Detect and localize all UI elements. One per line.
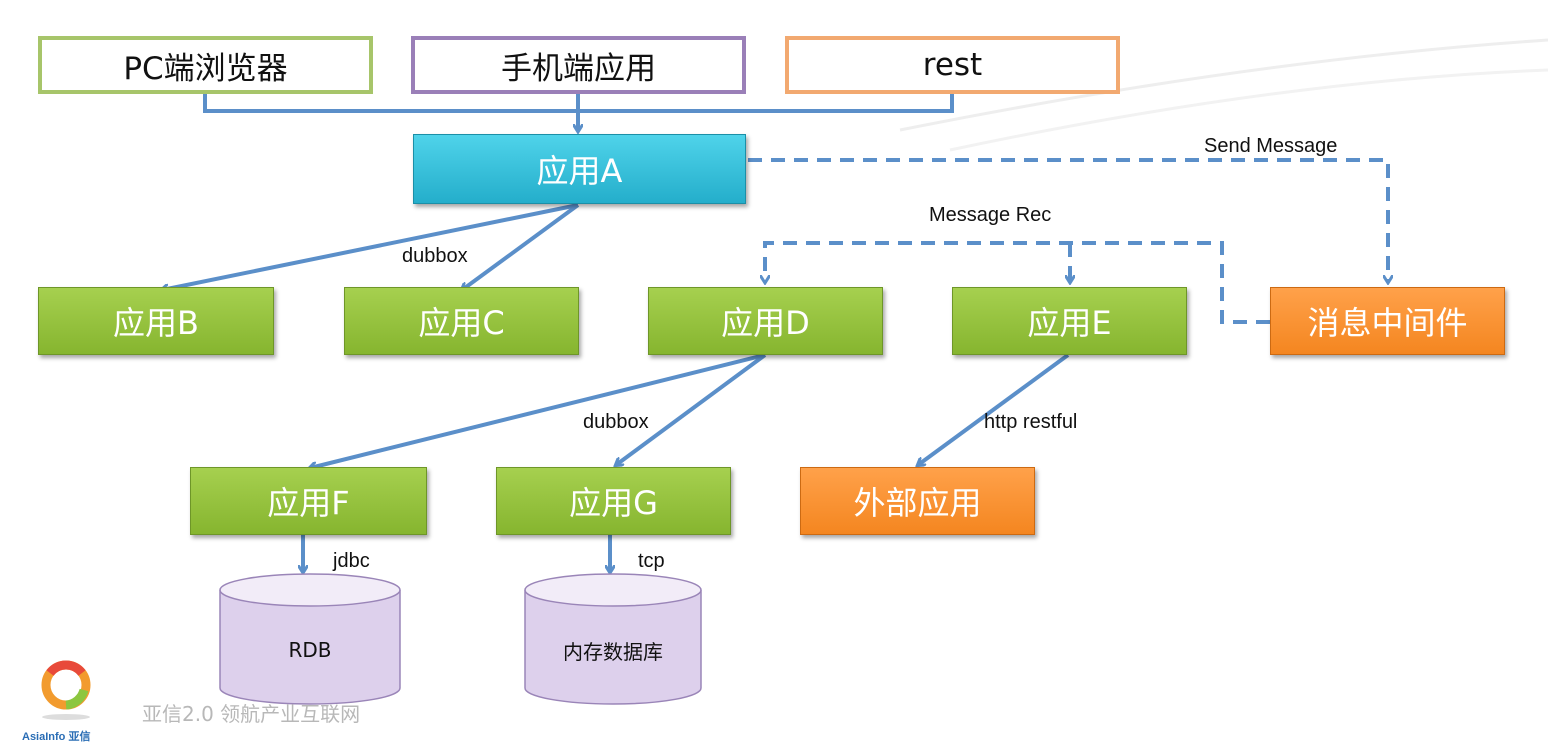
app-d-to-g-arrow <box>616 353 767 465</box>
message-rec-dashed-line <box>765 241 1270 324</box>
http-restful-label: http restful <box>984 411 1078 433</box>
rest-client-box: rest <box>785 36 1120 94</box>
footer-slogan: 亚信2.0 领航产业互联网 <box>142 702 361 726</box>
app-a-label: 应用A <box>536 152 623 190</box>
app-e-label: 应用E <box>1027 304 1112 342</box>
tcp-label: tcp <box>638 550 665 572</box>
app-d-label: 应用D <box>721 304 810 342</box>
pc-browser-box: PC端浏览器 <box>38 36 373 94</box>
memory-db-cylinder <box>524 573 702 705</box>
message-rec-label: Message Rec <box>929 204 1052 226</box>
external-app-label: 外部应用 <box>853 484 982 522</box>
message-middleware-box: 消息中间件 <box>1270 287 1505 355</box>
app-c-box: 应用C <box>344 287 579 355</box>
app-d-box: 应用D <box>648 287 883 355</box>
app-f-box: 应用F <box>190 467 427 535</box>
rdb-cylinder <box>219 573 401 705</box>
app-a-to-c-arrow <box>462 203 580 290</box>
pc-browser-label: PC端浏览器 <box>123 50 288 87</box>
memory-db-label: 内存数据库 <box>563 639 663 664</box>
logo-text: AsiaInfo 亚信 <box>22 731 91 743</box>
mobile-app-label: 手机端应用 <box>501 50 656 87</box>
app-b-box: 应用B <box>38 287 274 355</box>
rdb-label: RDB <box>288 638 332 662</box>
rest-label: rest <box>922 47 983 83</box>
app-e-box: 应用E <box>952 287 1187 355</box>
app-c-label: 应用C <box>418 304 505 342</box>
mobile-app-box: 手机端应用 <box>411 36 746 94</box>
message-middleware-label: 消息中间件 <box>1307 304 1468 342</box>
dubbox-label-top: dubbox <box>402 245 468 267</box>
app-a-box: 应用A <box>413 134 746 204</box>
app-f-label: 应用F <box>267 484 350 522</box>
app-d-to-f-arrow <box>310 353 766 468</box>
external-app-box: 外部应用 <box>800 467 1035 535</box>
asiainfo-logo-icon <box>41 660 91 720</box>
app-b-label: 应用B <box>113 304 199 342</box>
app-g-box: 应用G <box>496 467 731 535</box>
app-a-to-b-arrow <box>162 203 579 290</box>
app-g-label: 应用G <box>569 484 658 522</box>
send-message-label: Send Message <box>1204 135 1338 157</box>
jdbc-label: jdbc <box>333 550 370 572</box>
app-e-to-external-arrow <box>918 353 1070 465</box>
send-message-dashed-line <box>748 158 1388 282</box>
dubbox-label-mid: dubbox <box>583 411 649 433</box>
